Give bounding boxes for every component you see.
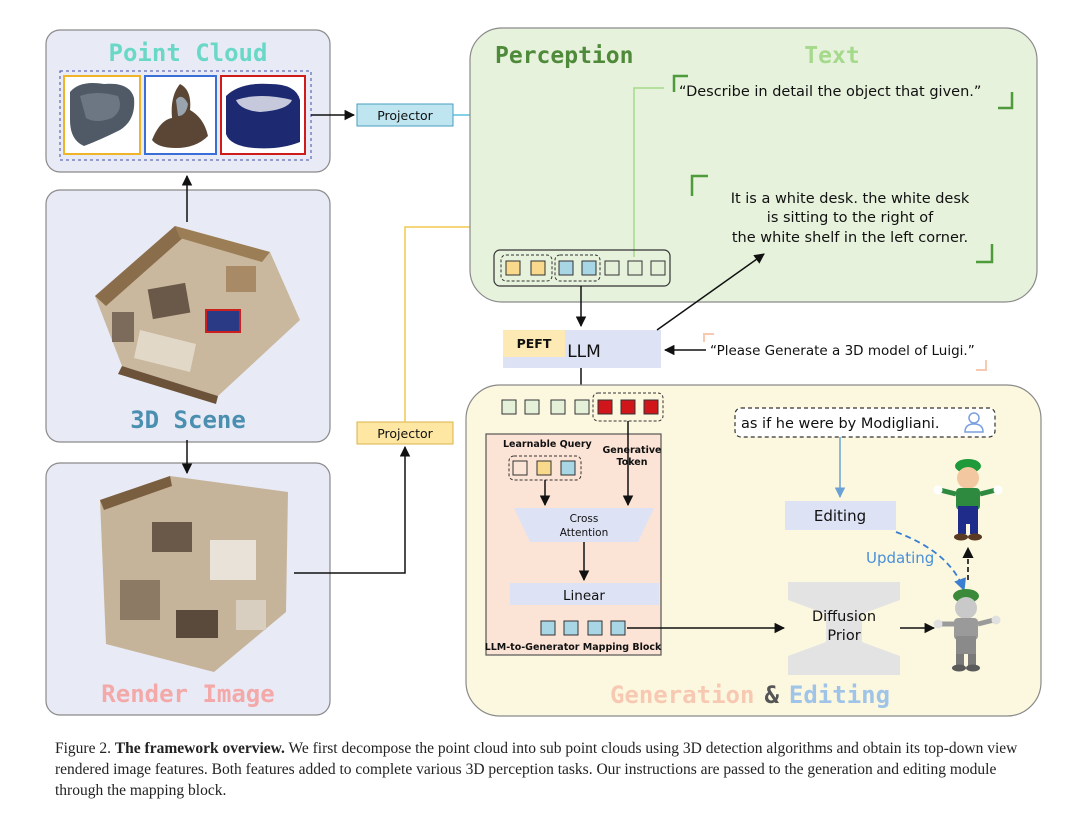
- scene-thumbnail: [95, 226, 300, 404]
- line-instruction-to-tokens: [633, 87, 664, 257]
- ampersand: &: [764, 681, 779, 709]
- diffusion-label: Diffusion: [812, 609, 876, 625]
- generated-figure: [933, 589, 1001, 672]
- gen-prompt-bracket-open: [703, 333, 714, 342]
- caption-bold: The framework overview.: [114, 740, 285, 757]
- linear-label: Linear: [563, 588, 605, 604]
- projector-mid: Projector: [356, 421, 454, 445]
- attention-label: Attention: [560, 527, 608, 539]
- token-text-1: [604, 260, 620, 276]
- token-image-1: [505, 260, 521, 276]
- cross-attention-box: [514, 508, 654, 542]
- peft-label: PEFT: [517, 336, 552, 351]
- gen-prompt-bracket-close: [976, 360, 987, 371]
- token-point-1: [558, 260, 574, 276]
- point-cloud-title: Point Cloud: [109, 39, 268, 67]
- text-title: Text: [804, 43, 859, 69]
- gen-token-3: [550, 399, 566, 415]
- generative-token-1: [597, 399, 613, 415]
- point-cloud-panel: Point Cloud: [45, 29, 331, 173]
- gen-token-4: [574, 399, 590, 415]
- prior-label: Prior: [827, 628, 860, 644]
- answer-line-3: the white shelf in the left corner.: [732, 230, 968, 246]
- editing-word: Editing: [789, 681, 890, 709]
- token-image-2: [530, 260, 546, 276]
- generative-token-3: [643, 399, 659, 415]
- projector-mid-label: Projector: [377, 426, 433, 441]
- generative-token-2: [620, 399, 636, 415]
- llm-label: LLM: [567, 342, 601, 362]
- generation-word: Generation: [610, 681, 755, 709]
- caption-body: We first decompose the point cloud into …: [55, 740, 1018, 799]
- generation-token-strip: [501, 392, 664, 422]
- projector-top-label: Projector: [377, 108, 433, 123]
- mapped-token-3: [587, 620, 603, 636]
- render-panel: Render Image: [45, 462, 331, 716]
- updating-label: Updating: [866, 549, 934, 567]
- answer-line-2: is sitting to the right of: [767, 210, 934, 226]
- mapped-token-4: [610, 620, 626, 636]
- token-label: Token: [616, 457, 647, 468]
- mapped-token-1: [540, 620, 556, 636]
- perception-title: Perception: [495, 43, 633, 69]
- perception-panel: Perception Text “Describe in detail the …: [469, 27, 1038, 303]
- sub-point-cloud-1: [63, 75, 141, 155]
- editing-box: [785, 501, 896, 530]
- gen-prompt-text: “Please Generate a 3D model of Luigi.”: [710, 343, 975, 359]
- learnable-query-label: Learnable Query: [503, 439, 593, 450]
- caption-prefix: Figure 2.: [55, 740, 111, 757]
- sub-point-cloud-3: [220, 75, 306, 155]
- generation-panel: Learnable Query Generative Token Cross A…: [465, 384, 1042, 717]
- projector-top: Projector: [356, 103, 454, 127]
- answer-bracket-open: [690, 174, 708, 196]
- generative-label: Generative: [603, 445, 662, 456]
- query-token-3: [560, 460, 576, 476]
- scene-title: 3D Scene: [130, 406, 246, 434]
- token-point-2: [581, 260, 597, 276]
- cross-label: Cross: [570, 513, 599, 525]
- answer-bracket-close: [976, 244, 994, 264]
- edit-prompt-text: as if he were by Modigliani.: [741, 416, 939, 432]
- render-title: Render Image: [101, 680, 274, 708]
- sub-point-cloud-2: [144, 75, 217, 155]
- token-text-2: [627, 260, 643, 276]
- llm-block: PEFT LLM: [503, 330, 661, 368]
- diffusion-prior: Diffusion Prior: [788, 582, 900, 675]
- figure-caption: Figure 2. The framework overview. We fir…: [55, 738, 1045, 801]
- instruction-bracket-open: [672, 74, 688, 92]
- mapping-block: Learnable Query Generative Token Cross A…: [485, 421, 662, 656]
- arrow-llm-to-answer: [656, 253, 765, 331]
- render-thumbnail: [100, 476, 288, 672]
- instruction-bracket-close: [998, 92, 1014, 110]
- arrow-render-to-projector: [294, 445, 411, 574]
- mapping-block-label: LLM-to-Generator Mapping Block: [485, 642, 662, 653]
- mapped-token-2: [563, 620, 579, 636]
- perception-token-strip: [493, 249, 671, 287]
- edited-figure: [933, 459, 1003, 541]
- linear-box: [510, 583, 659, 605]
- updating-arrow: [895, 531, 966, 592]
- gen-token-2: [524, 399, 540, 415]
- edit-prompt-box: as if he were by Modigliani.: [734, 407, 996, 438]
- scene-panel: 3D Scene: [45, 189, 331, 443]
- token-text-3: [650, 260, 666, 276]
- gen-token-1: [501, 399, 517, 415]
- editing-label: Editing: [814, 507, 866, 525]
- query-token-2: [536, 460, 552, 476]
- peft-box: [503, 330, 565, 357]
- user-icon: [964, 412, 984, 433]
- answer-line-1: It is a white desk. the white desk: [731, 191, 970, 207]
- query-token-1: [512, 460, 528, 476]
- instruction-text: “Describe in detail the object that give…: [679, 84, 981, 100]
- generation-editing-title: Generation&Editing: [610, 681, 890, 709]
